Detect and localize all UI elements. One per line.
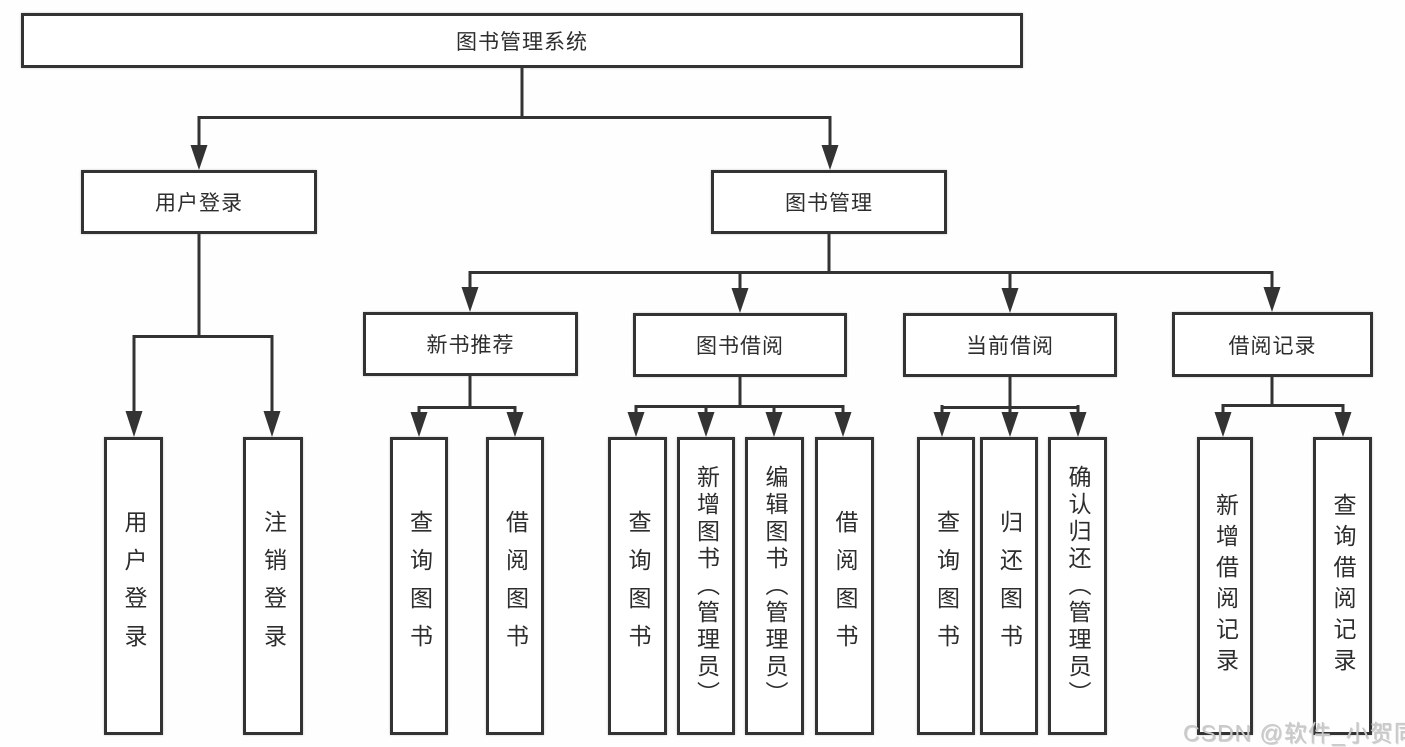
csdn-watermark: CSDN @软件_小贺同学 xyxy=(1183,720,1405,746)
leaf-query-borrow-record: 查询借阅记录 xyxy=(1313,437,1372,735)
leaf-edit-books-admin: 编辑图书（管理员） xyxy=(745,437,804,735)
leaf-user-login: 用户登录 xyxy=(104,437,163,735)
leaf-query-books-recommend: 查询图书 xyxy=(390,437,448,735)
leaf-confirm-return-admin: 确认归还（管理员） xyxy=(1048,437,1107,735)
node-new-book-recommend: 新书推荐 xyxy=(363,312,578,376)
leaf-add-books-admin: 新增图书（管理员） xyxy=(677,437,735,735)
node-root: 图书管理系统 xyxy=(21,13,1023,68)
node-borrow-records: 借阅记录 xyxy=(1172,312,1373,377)
leaf-logout: 注销登录 xyxy=(243,437,303,735)
leaf-query-books-borrow: 查询图书 xyxy=(608,437,667,735)
leaf-borrow-books: 借阅图书 xyxy=(815,437,874,735)
leaf-query-books-current: 查询图书 xyxy=(917,437,975,735)
leaf-add-borrow-record: 新增借阅记录 xyxy=(1197,437,1253,735)
node-current-borrow: 当前借阅 xyxy=(903,313,1117,377)
node-user-login: 用户登录 xyxy=(81,170,317,234)
leaf-return-books: 归还图书 xyxy=(980,437,1038,735)
node-book-borrow: 图书借阅 xyxy=(633,313,847,377)
node-book-management: 图书管理 xyxy=(711,170,947,234)
leaf-borrow-books-recommend: 借阅图书 xyxy=(486,437,544,735)
